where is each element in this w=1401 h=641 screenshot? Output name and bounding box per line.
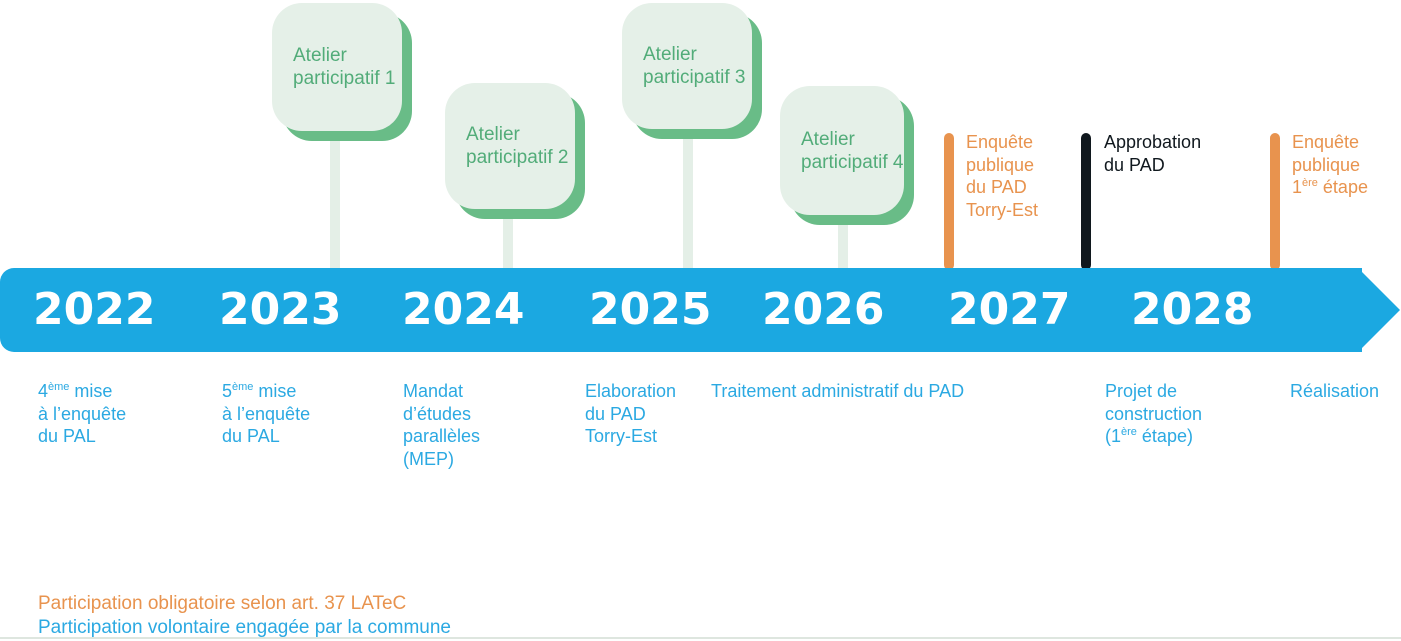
timeline-arrow-tip	[1358, 268, 1400, 352]
year-2022: 2022	[33, 284, 156, 335]
milestone-traitement: Traitement administratif du PAD	[711, 380, 964, 403]
workshop-3-stem	[683, 125, 693, 268]
enquete-pad-label-line1: Enquête	[966, 132, 1034, 152]
bottom-divider	[0, 637, 1401, 639]
milestone-projet-line2: construction	[1105, 403, 1203, 424]
workshop-1-title-line1: Atelier	[293, 45, 347, 66]
workshop-4-stem	[838, 211, 848, 268]
workshop-3-callout: Atelier participatif 3	[622, 3, 752, 129]
milestone-projet-line3: (1ère étape)	[1105, 426, 1193, 446]
milestone-2024-line1: Mandat	[403, 381, 464, 401]
milestone-realisation-line1: Réalisation	[1290, 381, 1380, 401]
enquete-etape1-label-line2: publique	[1292, 154, 1361, 175]
milestone-realisation: Réalisation	[1290, 380, 1379, 403]
enquete-pad-label: Enquête publique du PAD Torry-Est	[966, 131, 1038, 221]
workshop-3-title-line1: Atelier	[643, 44, 697, 65]
year-2025: 2025	[589, 284, 712, 335]
approbation-label: Approbation du PAD	[1104, 131, 1201, 176]
workshop-1-title-line2: participatif 1	[293, 68, 396, 89]
year-2026: 2026	[762, 284, 885, 335]
workshop-4-title-line1: Atelier	[801, 128, 855, 150]
workshop-2-title-line1: Atelier	[466, 124, 520, 145]
milestone-traitement-line1: Traitement administratif du PAD	[711, 381, 965, 401]
workshop-2-callout: Atelier participatif 2	[445, 83, 575, 209]
milestone-2022-line3: du PAL	[38, 426, 96, 446]
timeline-band	[0, 268, 1362, 352]
milestone-2024: Mandat d’études parallèles (MEP)	[403, 380, 480, 470]
year-2027: 2027	[948, 284, 1071, 335]
enquete-etape1-label-line1: Enquête	[1292, 132, 1360, 152]
enquete-etape1-marker	[1270, 133, 1280, 270]
milestone-2025-line1: Elaboration	[585, 381, 677, 401]
enquete-pad-label-line4: Torry-Est	[966, 199, 1038, 220]
enquete-pad-marker	[944, 133, 954, 270]
workshop-4-callout: Atelier participatif 4	[780, 86, 904, 215]
legend-obligatoire: Participation obligatoire selon art. 37 …	[38, 593, 407, 614]
enquete-etape1-label: Enquête publique 1ère étape	[1292, 131, 1368, 199]
year-2028: 2028	[1131, 284, 1254, 335]
approbation-label-line2: du PAD	[1104, 154, 1165, 175]
milestone-2023: 5ème mise à l’enquête du PAL	[222, 380, 310, 448]
milestone-projet: Projet de construction (1ère étape)	[1105, 380, 1202, 448]
workshop-2-stem	[503, 205, 513, 268]
workshop-3-title-line2: participatif 3	[643, 67, 746, 88]
milestone-2023-line3: du PAL	[222, 426, 280, 446]
workshop-4-title-line2: participatif 4	[801, 151, 904, 173]
milestone-2025: Elaboration du PAD Torry-Est	[585, 380, 676, 448]
milestone-2023-line1: 5ème mise	[222, 381, 297, 401]
year-2024: 2024	[402, 284, 525, 335]
milestone-2022: 4ème mise à l’enquête du PAL	[38, 380, 126, 448]
approbation-label-line1: Approbation	[1104, 132, 1202, 152]
milestone-2024-line4: (MEP)	[403, 448, 454, 469]
milestone-2022-line1: 4ème mise	[38, 381, 113, 401]
milestone-projet-line1: Projet de	[1105, 381, 1178, 401]
milestone-2022-line2: à l’enquête	[38, 403, 127, 424]
workshop-1-callout: Atelier participatif 1	[272, 3, 402, 131]
milestone-2023-line2: à l’enquête	[222, 403, 311, 424]
workshop-2-title-line2: participatif 2	[466, 147, 569, 168]
enquete-pad-label-line2: publique	[966, 154, 1035, 175]
enquete-etape1-label-line3: 1ère étape	[1292, 177, 1368, 197]
legend-volontaire: Participation volontaire engagée par la …	[38, 617, 451, 638]
milestone-2025-line2: du PAD	[585, 403, 646, 424]
milestone-2024-line3: parallèles	[403, 426, 481, 446]
approbation-marker	[1081, 133, 1091, 270]
workshop-1-stem	[330, 126, 340, 268]
milestone-2025-line3: Torry-Est	[585, 426, 657, 446]
milestone-2024-line2: d’études	[403, 403, 472, 424]
year-2023: 2023	[219, 284, 342, 335]
enquete-pad-label-line3: du PAD	[966, 177, 1027, 197]
